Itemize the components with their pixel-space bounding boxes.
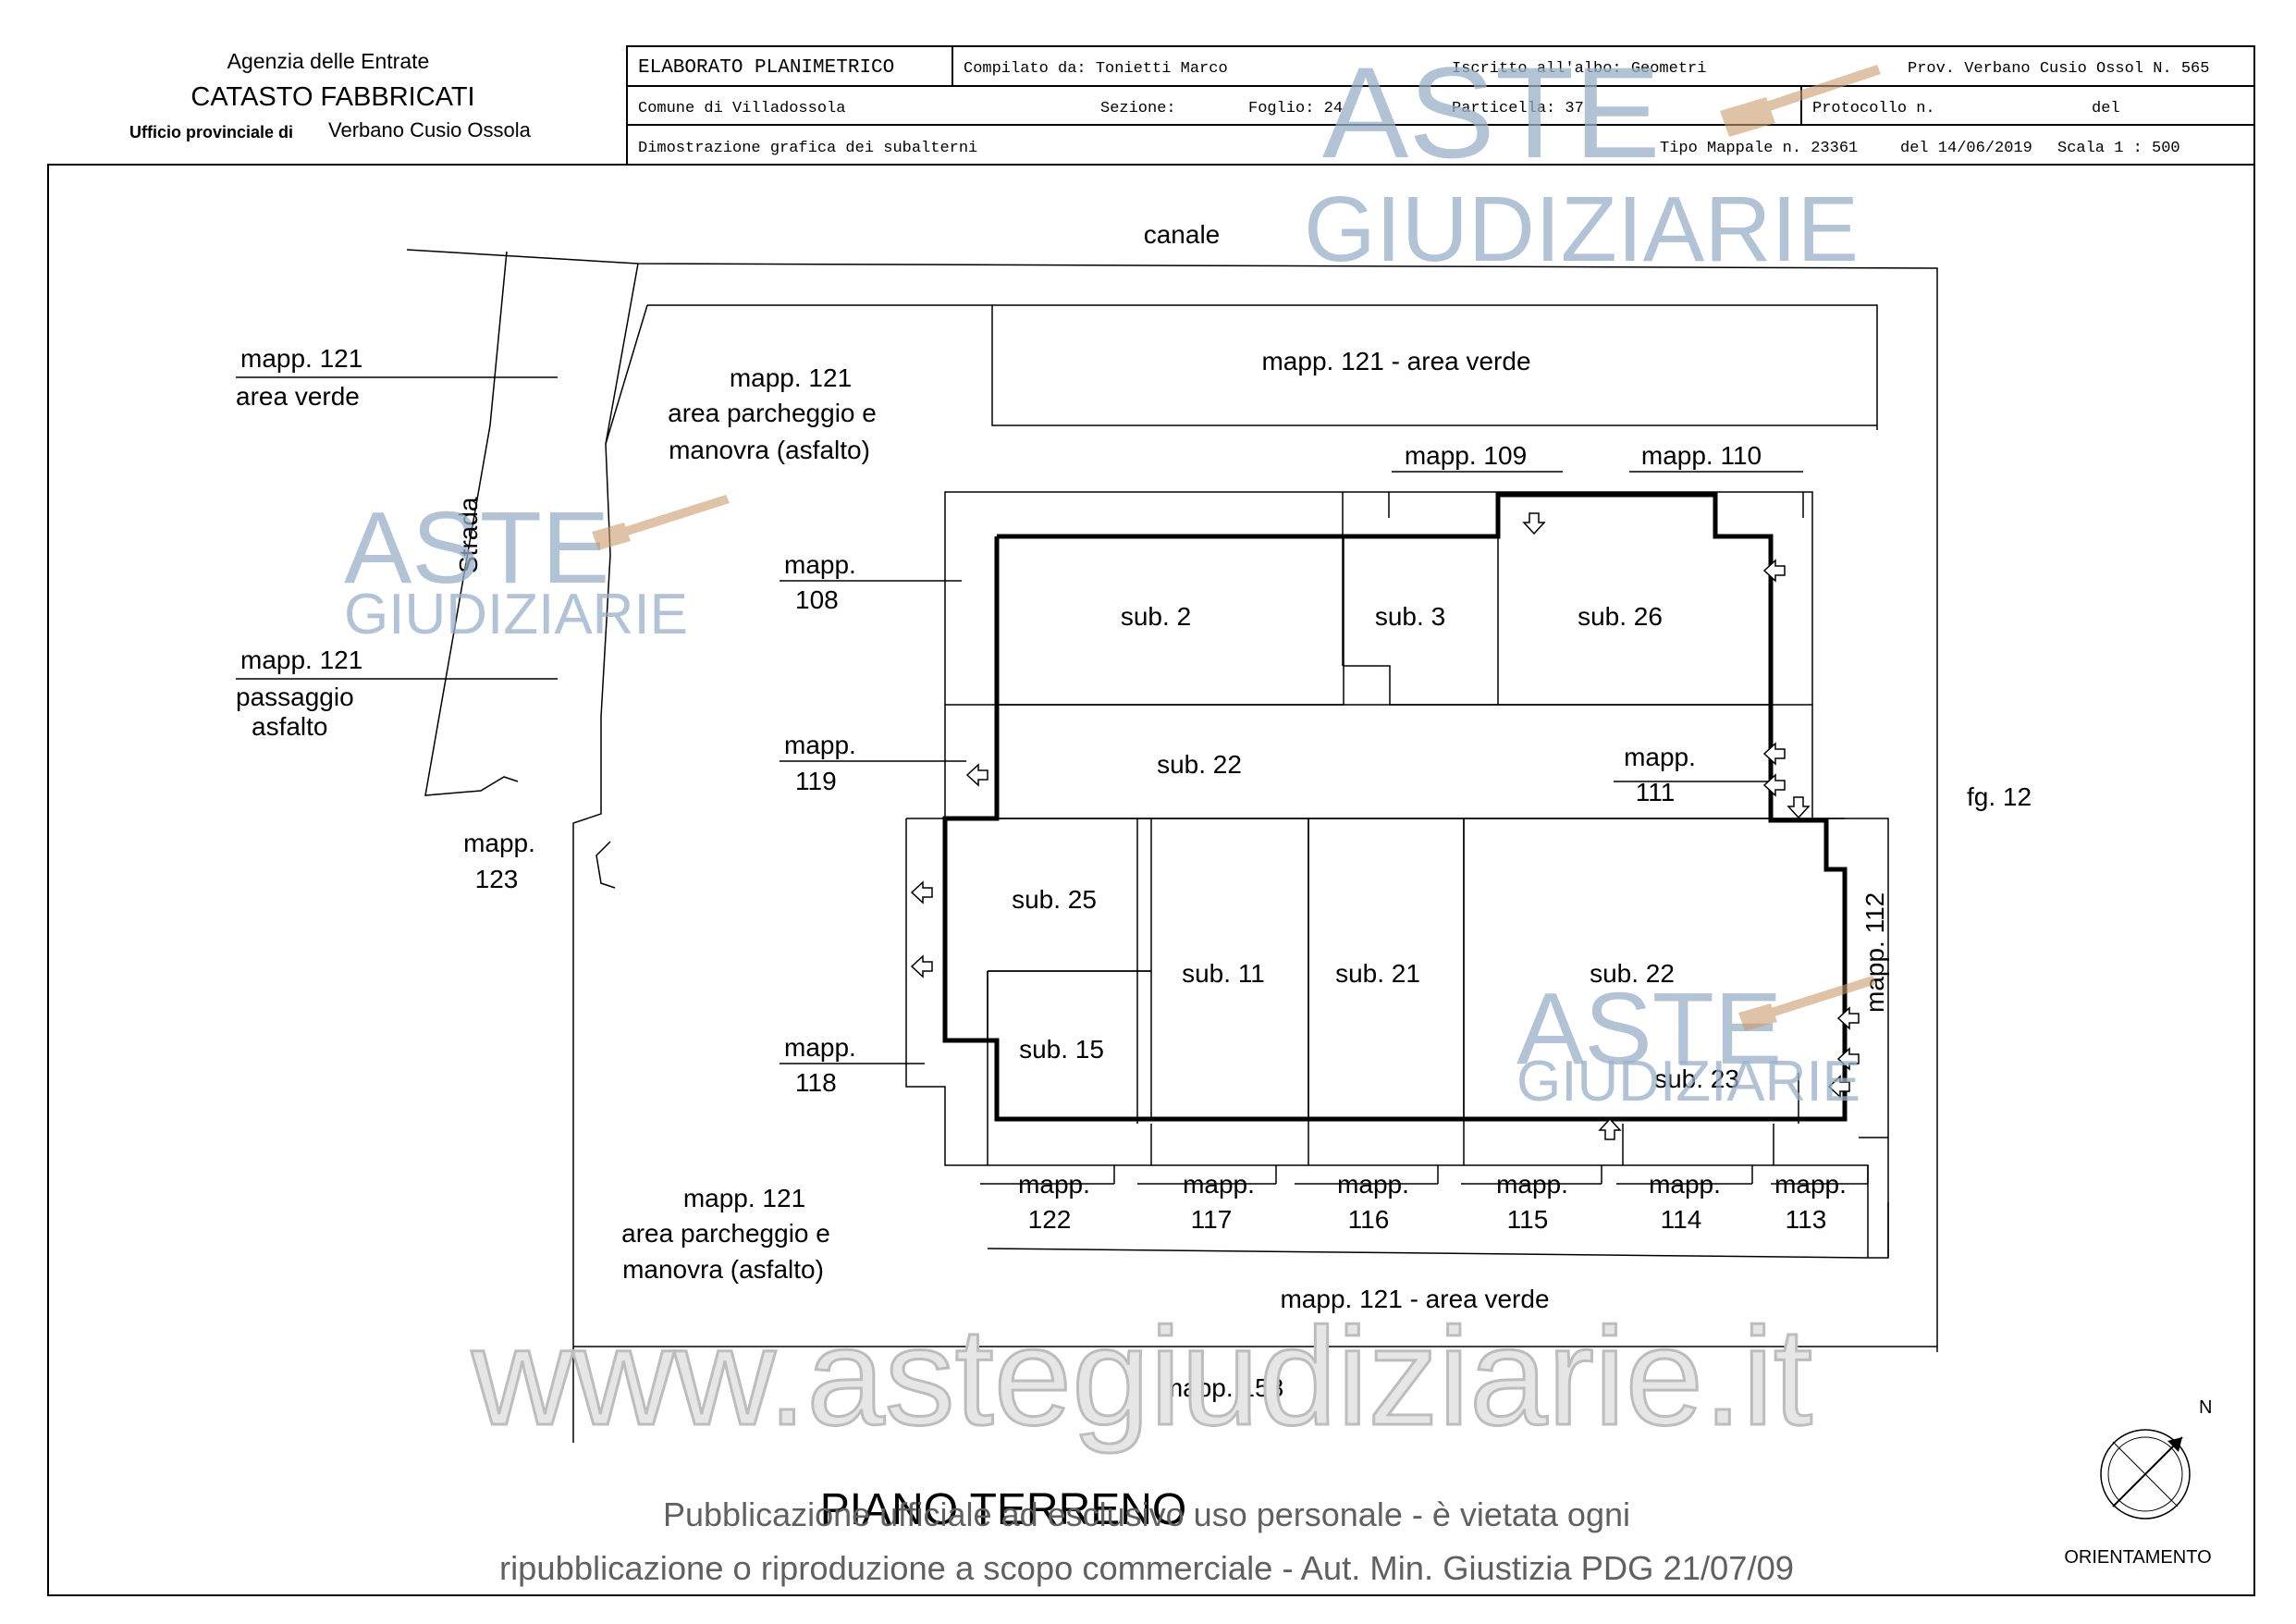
protocollo: Protocollo n. — [1812, 100, 1935, 117]
orientamento-label: ORIENTAMENTO — [2064, 1547, 2211, 1568]
area-verde-south-label: mapp. 121 - area verde — [1280, 1285, 1549, 1313]
doc-type: ELABORATO PLANIMETRICO — [638, 57, 894, 79]
title-box-text: ELABORATO PLANIMETRICO Compilato da: Ton… — [638, 57, 2209, 157]
mapp119-line1: mapp. — [784, 731, 856, 759]
website-watermark: www.astegiudiziarie.it — [471, 1298, 1812, 1454]
giudiziarie-logo-low: GIUDIZIARIE — [1516, 1050, 1860, 1113]
mapp108-line2: 108 — [795, 585, 839, 614]
note-line1: Pubblicazione ufficiale ad esclusivo uso… — [663, 1495, 1630, 1533]
protocollo-del: del — [2092, 100, 2120, 117]
mapp117-line1: mapp. — [1183, 1170, 1255, 1199]
mapp118-line1: mapp. — [784, 1033, 856, 1062]
ufficio-name: Verbano Cusio Ossola — [328, 118, 532, 141]
aste-logo-top: ASTE — [1322, 40, 1661, 185]
plan-labels: canale mapp. 121 - area verde mapp. 121 … — [236, 220, 2032, 1402]
parcheggio-nord-line1: mapp. 121 — [730, 363, 852, 392]
mapp123-line2: 123 — [475, 865, 519, 893]
fg12-label: fg. 12 — [1967, 782, 2032, 811]
aste-watermark-top: ASTE GIUDIZIARIE — [1304, 40, 1881, 281]
scala: Scala 1 : 500 — [2057, 140, 2180, 157]
sub21-label: sub. 21 — [1335, 959, 1420, 988]
agency-block: Agenzia delle Entrate CATASTO FABBRICATI… — [129, 49, 532, 141]
sub15-label: sub. 15 — [1019, 1035, 1104, 1064]
sub23-label: sub. 23 — [1654, 1064, 1739, 1093]
aste-logo-low: ASTE — [1516, 972, 1782, 1086]
access-arrows — [910, 512, 1860, 1140]
sub26-label: sub. 26 — [1578, 602, 1663, 631]
parcheggio-nord-line3: manovra (asfalto) — [669, 436, 870, 464]
giudiziarie-logo-mid: GIUDIZIARIE — [344, 583, 688, 646]
sub11-label: sub. 11 — [1182, 959, 1265, 988]
particella: Particella: 37 — [1452, 100, 1584, 117]
gavel-icon — [1720, 65, 1881, 137]
gavel-icon — [1738, 976, 1876, 1031]
agency-name: Agenzia delle Entrate — [227, 49, 430, 73]
data-mappale: del 14/06/2019 — [1900, 140, 2032, 157]
iscritto-albo: Iscritto all'albo: Geometri — [1452, 60, 1706, 78]
parcheggio-sud-line3: manovra (asfalto) — [622, 1255, 824, 1284]
mapp117-line2: 117 — [1191, 1205, 1233, 1234]
parcheggio-sud-line2: area parcheggio e — [621, 1219, 830, 1248]
comune: Comune di Villadossola — [638, 100, 845, 117]
parcheggio-sud-line1: mapp. 121 — [683, 1184, 805, 1212]
giudiziarie-logo-top: GIUDIZIARIE — [1304, 178, 1859, 281]
west-121a-line2: area verde — [236, 382, 360, 411]
sub2-label: sub. 2 — [1121, 602, 1191, 631]
north-label: N — [2199, 1397, 2212, 1418]
mapp115-line2: 115 — [1507, 1205, 1549, 1234]
west-121b-line2: passaggio — [236, 683, 354, 711]
canale-label: canale — [1144, 220, 1221, 249]
orientation-symbol: N ORIENTAMENTO — [2064, 1397, 2212, 1568]
area-verde-north-label: mapp. 121 - area verde — [1261, 347, 1530, 375]
mapp122-line1: mapp. — [1018, 1170, 1090, 1199]
mapp119-line2: 119 — [795, 767, 837, 795]
mapp110-label: mapp. 110 — [1641, 441, 1762, 470]
sub3-label: sub. 3 — [1375, 602, 1445, 631]
mapp158-label: mapp. 158 — [1161, 1373, 1283, 1402]
mapp108-line1: mapp. — [784, 550, 856, 579]
sub25-label: sub. 25 — [1012, 885, 1097, 914]
catasto-title: CATASTO FABBRICATI — [190, 82, 474, 112]
tipo-mappale: Tipo Mappale n. 23361 — [1660, 140, 1858, 157]
piano-title: PIANO TERRENO — [820, 1485, 1187, 1534]
mapp111-line2: 111 — [1636, 778, 1676, 806]
compass-icon — [2100, 1429, 2191, 1519]
note-line2: ripubblicazione o riproduzione a scopo c… — [499, 1549, 1794, 1587]
compilato-da: Compilato da: Tonietti Marco — [964, 60, 1228, 78]
mapp112-label: mapp. 112 — [1860, 892, 1889, 1013]
building-outline — [942, 492, 1848, 1122]
mapp113-line1: mapp. — [1774, 1170, 1847, 1199]
dimostrazione: Dimostrazione grafica dei subalterni — [638, 140, 977, 157]
gavel-icon — [592, 495, 730, 550]
internal-partitions — [987, 536, 1845, 1119]
provincia-numero: Prov. Verbano Cusio Ossol N. 565 — [1908, 60, 2209, 78]
mapp111-line1: mapp. — [1624, 743, 1696, 771]
aste-watermark-mid: ASTE GIUDIZIARIE — [344, 491, 730, 646]
foglio: Foglio: 24 — [1248, 100, 1343, 117]
parcheggio-nord-line2: area parcheggio e — [668, 399, 877, 427]
aste-logo-mid: ASTE — [344, 491, 609, 605]
mapp109-label: mapp. 109 — [1405, 441, 1527, 470]
sub22-south-label: sub. 22 — [1590, 959, 1675, 988]
sub22-north-label: sub. 22 — [1157, 750, 1242, 779]
west-121b-line1: mapp. 121 — [240, 646, 362, 674]
west-121b-line3: asfalto — [252, 712, 328, 741]
mapp123-line1: mapp. — [463, 829, 535, 857]
aste-watermark-low: ASTE GIUDIZIARIE — [1516, 972, 1876, 1113]
west-121a-line1: mapp. 121 — [240, 344, 362, 373]
ufficio-prefix: Ufficio provinciale di — [129, 123, 293, 141]
mapp118-line2: 118 — [795, 1068, 837, 1097]
mapp122-line2: 122 — [1028, 1205, 1072, 1234]
mapp114-line2: 114 — [1661, 1205, 1702, 1234]
mapp113-line2: 113 — [1786, 1205, 1827, 1234]
strada-label: Strada — [454, 497, 483, 573]
mapp114-line1: mapp. — [1649, 1170, 1721, 1199]
mapp115-line1: mapp. — [1496, 1170, 1568, 1199]
mapp116-line2: 116 — [1348, 1205, 1390, 1234]
mapp116-line1: mapp. — [1337, 1170, 1409, 1199]
drawing-frame — [47, 164, 2255, 1596]
sezione: Sezione: — [1100, 100, 1176, 117]
